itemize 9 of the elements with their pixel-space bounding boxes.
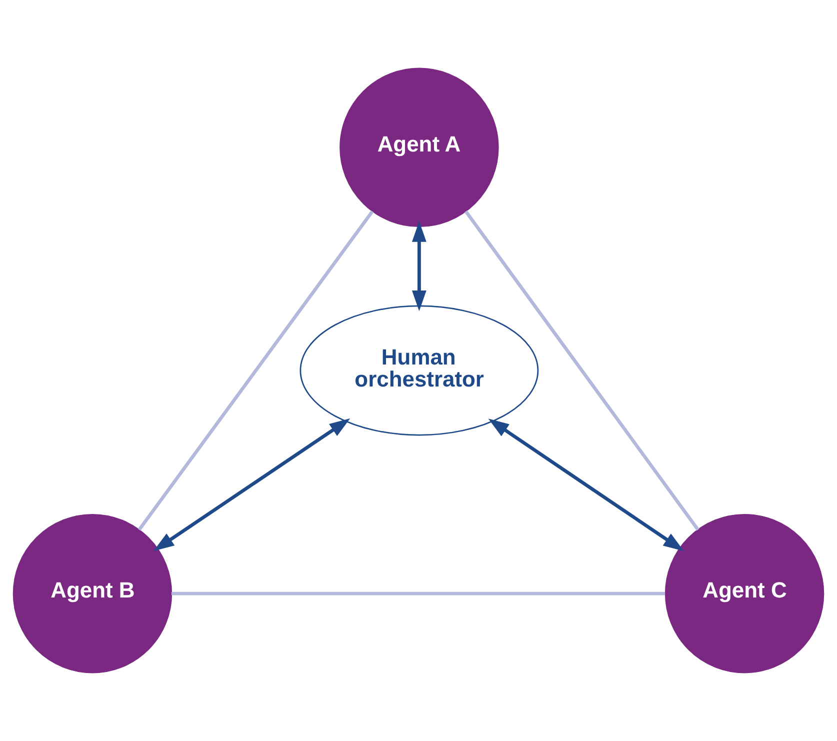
arrow	[488, 418, 684, 552]
node-circle: Agent B	[12, 514, 172, 674]
arrow	[412, 221, 426, 312]
connector	[138, 210, 374, 531]
node-circle: Agent C	[664, 514, 824, 674]
arrow	[154, 418, 350, 552]
connector	[464, 210, 700, 531]
node-circle: Agent A	[340, 68, 499, 228]
connector	[171, 592, 666, 596]
